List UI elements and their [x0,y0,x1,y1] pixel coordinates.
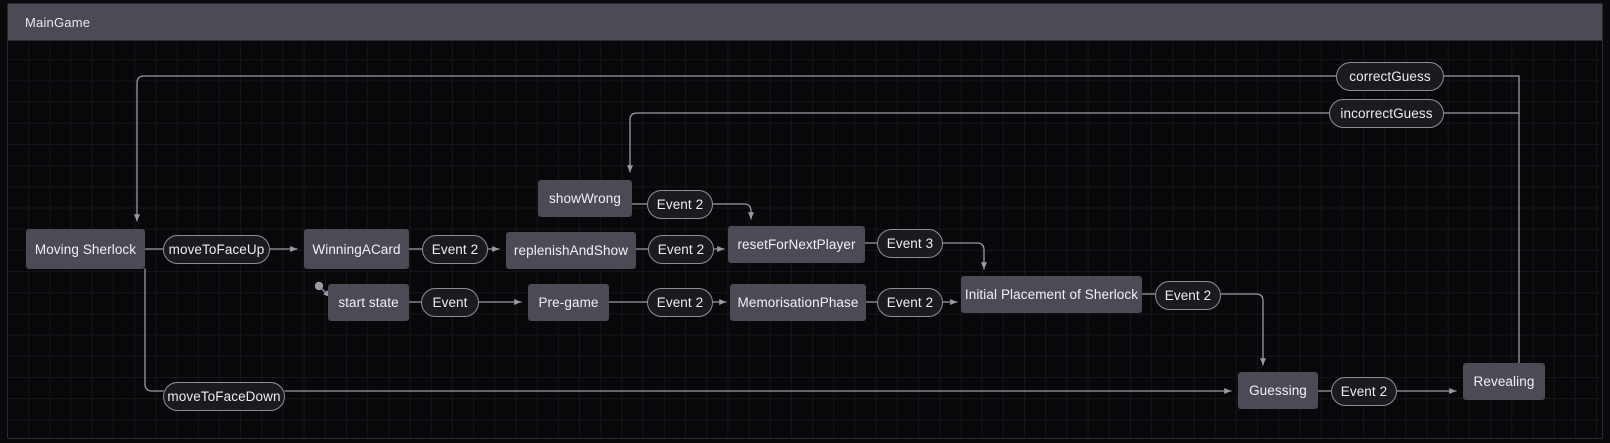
event-label: correctGuess [1349,69,1431,84]
state-node-guessing[interactable]: Guessing [1238,372,1318,409]
event-label: Event [432,295,468,310]
event-node-event2-a[interactable]: Event 2 [422,235,488,264]
state-label: MemorisationPhase [737,295,859,310]
state-node-start-state[interactable]: start state [328,284,409,321]
event-node-event2-g[interactable]: Event 2 [1331,377,1397,406]
state-node-resetfornextplayer[interactable]: resetForNextPlayer [728,226,865,263]
event-label: Event 2 [1164,288,1212,303]
event-label: Event 2 [656,295,704,310]
event-node-event2-b[interactable]: Event 2 [647,190,713,219]
event-node-event2-f[interactable]: Event 2 [1155,281,1221,310]
event-node-event-start[interactable]: Event [421,288,479,317]
event-node-event2-e[interactable]: Event 2 [877,288,943,317]
event-node-incorrectguess[interactable]: incorrectGuess [1329,99,1444,128]
window-titlebar: MainGame [8,4,1602,41]
edge-event2b-to-resetfornextplayer [712,203,754,220]
edge-incorrectguess-to-showwrong [626,112,1330,173]
event-label: Event 2 [1340,384,1388,399]
event-label: moveToFaceDown [167,389,281,404]
state-label: Pre-game [538,295,599,310]
state-label: showWrong [549,191,621,206]
event-label: moveToFaceUp [168,242,265,257]
state-label: replenishAndShow [513,243,629,258]
event-label: Event 2 [431,242,479,257]
state-node-winningacard[interactable]: WinningACard [304,229,409,269]
event-label: Event 3 [886,236,934,251]
state-label: Moving Sherlock [34,241,137,257]
edge-layer [133,75,1520,395]
state-label: start state [338,295,399,310]
edge-event2f-to-guessing [1220,293,1266,366]
state-node-revealing[interactable]: Revealing [1463,363,1545,400]
event-node-movetofaceup[interactable]: moveToFaceUp [163,235,270,264]
event-label: Event 2 [886,295,934,310]
state-label: WinningACard [312,241,401,257]
diagram-canvas[interactable]: Moving Sherlock WinningACard replenishAn… [8,41,1602,438]
event-node-event2-c[interactable]: Event 2 [648,235,714,264]
diagram-window: MainGame [7,3,1603,439]
state-label: Revealing [1473,374,1535,389]
event-label: Event 2 [657,242,705,257]
state-label: resetForNextPlayer [737,237,856,252]
state-label: Guessing [1249,383,1307,398]
window-title: MainGame [25,14,91,30]
event-label: Event 2 [656,197,704,212]
event-node-correctguess[interactable]: correctGuess [1336,62,1444,91]
state-node-initial-placement[interactable]: Initial Placement of Sherlock [961,276,1142,313]
state-node-memorisationphase[interactable]: MemorisationPhase [730,284,866,321]
initial-state-dot [314,281,324,291]
event-node-event2-d[interactable]: Event 2 [647,288,713,317]
event-label: incorrectGuess [1340,106,1433,121]
state-node-pre-game[interactable]: Pre-game [528,284,609,321]
event-node-event3[interactable]: Event 3 [877,229,943,258]
edge-correctguess-left [133,75,1337,222]
state-label: Initial Placement of Sherlock [964,287,1139,302]
event-node-movetofacedown[interactable]: moveToFaceDown [163,382,285,411]
state-node-replenishandshow[interactable]: replenishAndShow [506,232,636,269]
state-node-moving-sherlock[interactable]: Moving Sherlock [26,229,145,269]
edge-event3-to-initial-placement [942,242,987,270]
edge-moving-sherlock-to-movetofacedown [144,268,164,392]
state-node-showwrong[interactable]: showWrong [538,180,632,217]
